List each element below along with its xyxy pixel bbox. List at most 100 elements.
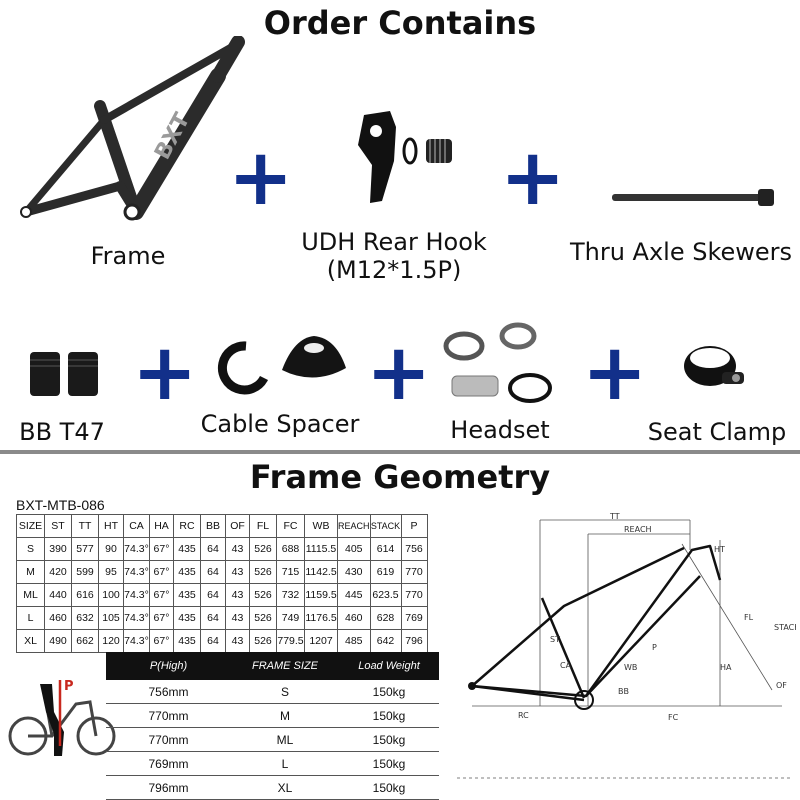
udh-caption-line2: (M12*1.5P) <box>326 256 462 284</box>
geometry-cell: 490 <box>44 629 72 653</box>
geometry-cell: 770 <box>400 583 428 607</box>
geometry-cell: 715 <box>276 560 305 584</box>
fit-frame-size: ML <box>276 732 294 747</box>
geometry-cell: 526 <box>249 583 277 607</box>
fit-p-high: 769mm <box>148 756 189 771</box>
fit-p-high: 796mm <box>148 780 189 795</box>
column-header: REACH <box>337 514 371 538</box>
geometry-cell: 43 <box>225 537 250 561</box>
geometry-cell: 1176.5 <box>304 606 338 630</box>
geometry-cell: 100 <box>98 583 124 607</box>
geometry-cell: 632 <box>71 606 99 630</box>
fit-frame-size: M <box>280 708 290 723</box>
geometry-cell: 1142.5 <box>304 560 338 584</box>
geometry-cell: 756 <box>400 537 428 561</box>
geometry-cell: S <box>16 537 45 561</box>
diagram-label-wb: WB <box>624 663 637 672</box>
geometry-cell: 435 <box>173 537 201 561</box>
geometry-cell: 95 <box>98 560 124 584</box>
column-header: P <box>400 514 428 538</box>
geometry-cell: 779.5 <box>276 629 305 653</box>
geometry-cell: 1159.5 <box>304 583 338 607</box>
column-header: RC <box>173 514 201 538</box>
geometry-cell: 120 <box>98 629 124 653</box>
cable-spacer-image <box>218 336 346 395</box>
geometry-cell: 796 <box>400 629 428 653</box>
geometry-cell: 64 <box>200 537 226 561</box>
fit-load-weight: 150kg <box>372 732 406 747</box>
frame-caption: Frame <box>90 242 166 270</box>
thru-axle-image <box>612 189 774 206</box>
plus-icon: + <box>500 133 566 223</box>
diagram-label-of: OF <box>776 681 787 690</box>
geometry-cell: 642 <box>369 629 402 653</box>
geometry-cell: 770 <box>400 560 428 584</box>
fit-table-row: 770mm ML 150kg <box>106 728 439 752</box>
geometry-cell: 64 <box>200 583 226 607</box>
geometry-cell: XL <box>16 629 45 653</box>
geometry-cell: ML <box>16 583 45 607</box>
seat-clamp-image <box>684 346 744 386</box>
column-header: FC <box>276 514 305 538</box>
geometry-cell: 67° <box>149 583 174 607</box>
bb-t47-image <box>30 352 98 396</box>
fit-frame-size: L <box>281 756 289 771</box>
fit-frame-size: XL <box>277 780 293 795</box>
geometry-cell: 1115.5 <box>304 537 338 561</box>
fit-table-row: 770mm M 150kg <box>106 704 439 728</box>
section-divider <box>0 450 800 454</box>
geometry-cell: 74.3° <box>123 583 150 607</box>
geometry-cell: 64 <box>200 606 226 630</box>
column-header: CA <box>123 514 150 538</box>
geometry-cell: 526 <box>249 560 277 584</box>
geometry-cell: 74.3° <box>123 629 150 653</box>
geometry-cell: 526 <box>249 537 277 561</box>
geometry-header-row: SIZE ST TT HT CA HA RC BB OF FL FC WB RE… <box>16 514 428 538</box>
seat-clamp-caption: Seat Clamp <box>647 418 787 446</box>
geometry-cell: 67° <box>149 629 174 653</box>
geometry-cell: M <box>16 560 45 584</box>
fit-table-row: 769mm L 150kg <box>106 752 439 776</box>
column-header: WB <box>304 514 338 538</box>
geometry-cell: 74.3° <box>123 560 150 584</box>
geometry-cell: 526 <box>249 606 277 630</box>
plus-icon: + <box>228 133 294 223</box>
geometry-cell: 440 <box>44 583 72 607</box>
geometry-cell: 688 <box>276 537 305 561</box>
geometry-cell: 662 <box>71 629 99 653</box>
geometry-cell: 445 <box>337 583 371 607</box>
geometry-cell: 43 <box>225 629 250 653</box>
order-contains-title: Order Contains <box>263 4 537 42</box>
geometry-cell: 623.5 <box>369 583 402 607</box>
plus-icon: + <box>582 328 648 418</box>
geometry-cell: 430 <box>337 560 371 584</box>
geometry-cell: 435 <box>173 629 201 653</box>
geometry-cell: 405 <box>337 537 371 561</box>
fit-table-row: 756mm S 150kg <box>106 680 439 704</box>
headset-image <box>443 322 552 403</box>
geometry-cell: 43 <box>225 560 250 584</box>
fit-table-header: P(High) FRAME SIZE Load Weight <box>106 652 439 680</box>
geometry-cell: 628 <box>369 606 402 630</box>
frame-image: BXT <box>20 36 245 221</box>
geometry-cell: 74.3° <box>123 606 150 630</box>
geometry-cell: 420 <box>44 560 72 584</box>
geometry-cell: L <box>16 606 45 630</box>
fit-load-weight: 150kg <box>372 708 406 723</box>
diagram-label-bb: BB <box>618 687 629 696</box>
fit-header-p-high: P(High) <box>149 660 188 672</box>
geometry-cell: 90 <box>98 537 124 561</box>
fit-table-row: 796mm XL 150kg <box>106 776 439 800</box>
geometry-cell: 64 <box>200 560 226 584</box>
column-header: HA <box>149 514 174 538</box>
geometry-cell: 43 <box>225 606 250 630</box>
fit-header-frame-size: FRAME SIZE <box>251 660 318 672</box>
diagram-label-st: ST <box>550 635 560 644</box>
fit-frame-size: S <box>280 684 289 699</box>
geometry-cell: 614 <box>369 537 402 561</box>
diagram-label-ca: CA <box>560 661 572 670</box>
geometry-cell: 616 <box>71 583 99 607</box>
